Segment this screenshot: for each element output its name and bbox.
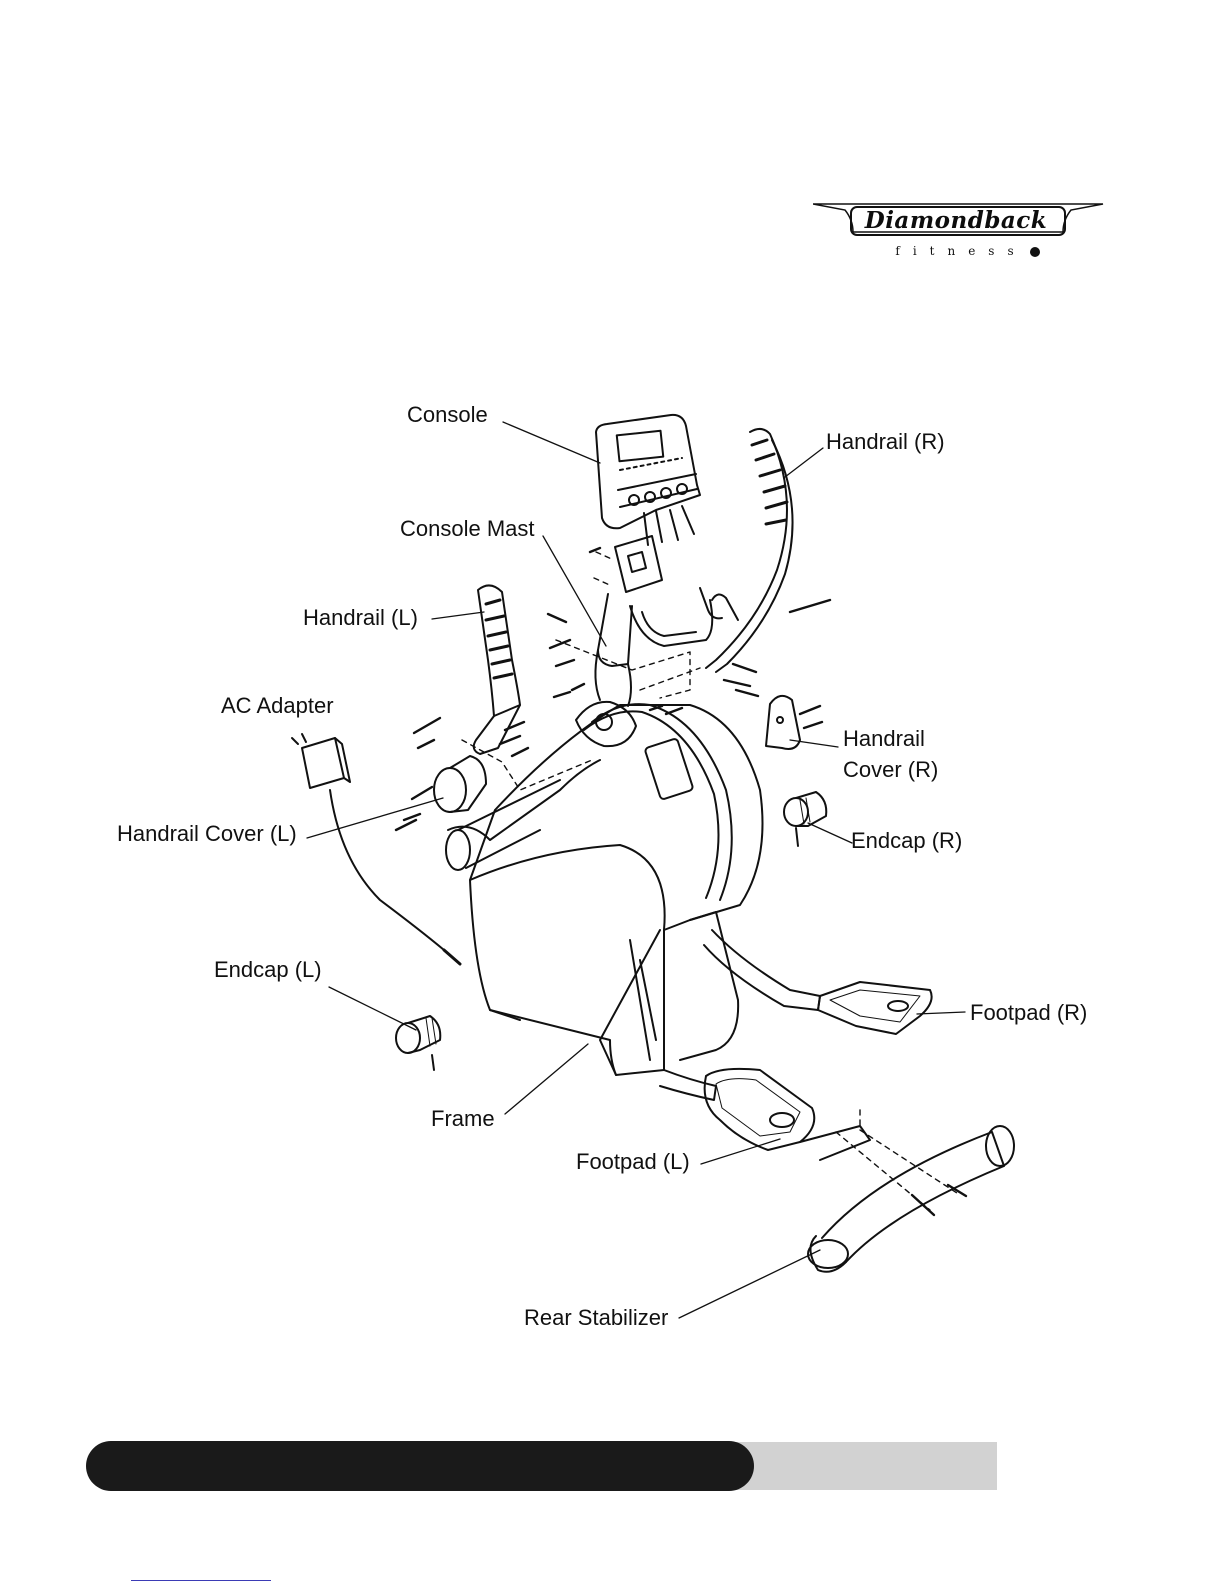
label-handrail-cover-right: Handrail Cover (R) [843, 723, 938, 785]
footpad-left-part [660, 1069, 870, 1160]
label-handrail-cover-left: Handrail Cover (L) [117, 819, 297, 848]
label-footpad-right: Footpad (R) [970, 998, 1087, 1027]
console-mast-part [595, 536, 712, 706]
console-part [596, 415, 700, 545]
handrail-left-part [474, 585, 520, 754]
label-frame: Frame [431, 1104, 495, 1133]
label-console-mast: Console Mast [400, 514, 535, 543]
label-console: Console [407, 400, 488, 429]
label-handrail-right: Handrail (R) [826, 427, 945, 456]
label-handrail-cover-right-line2: Cover (R) [843, 754, 938, 785]
label-ac-adapter: AC Adapter [221, 691, 334, 720]
footer-bar-dark [86, 1441, 754, 1491]
label-endcap-right: Endcap (R) [851, 826, 962, 855]
footer-underline [131, 1580, 271, 1581]
handrail-cover-left-part [434, 756, 486, 812]
label-endcap-left: Endcap (L) [214, 955, 322, 984]
rear-stabilizer-part [808, 1126, 1014, 1272]
label-rear-stabilizer: Rear Stabilizer [524, 1303, 668, 1332]
handrail-right-part [700, 429, 793, 672]
leader-lines [307, 422, 965, 1318]
label-handrail-left: Handrail (L) [303, 603, 418, 632]
endcap-left-part [396, 1016, 440, 1070]
label-footpad-left: Footpad (L) [576, 1147, 690, 1176]
label-handrail-cover-right-line1: Handrail [843, 723, 938, 754]
frame-part [446, 702, 763, 1075]
ac-adapter-part [292, 734, 460, 964]
endcap-right-part [784, 792, 826, 846]
